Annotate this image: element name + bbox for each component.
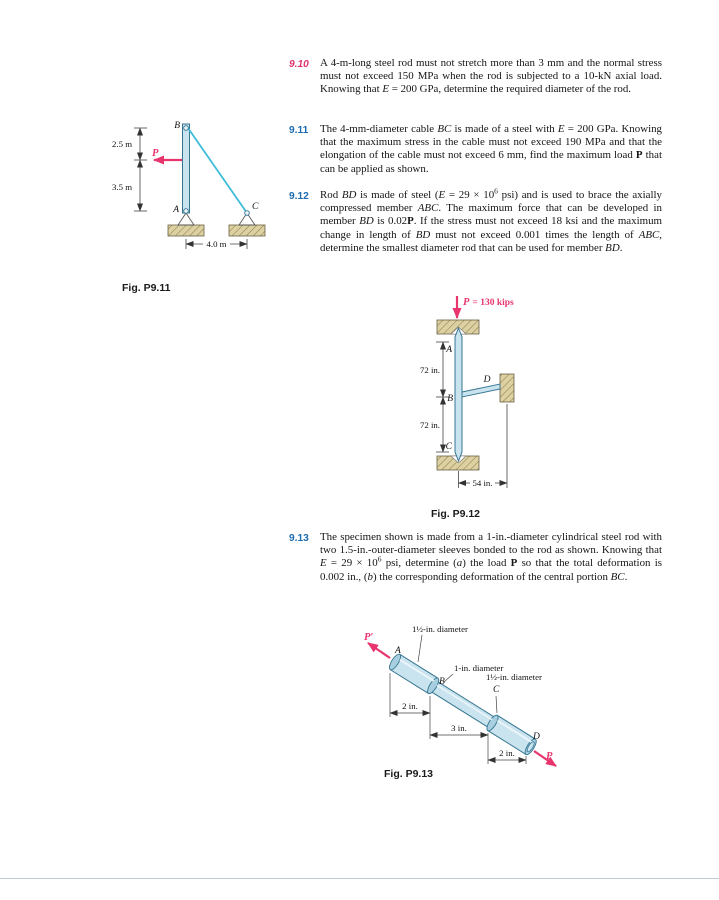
- problem-9-10: 9.10 A 4-m-long steel rod must not stret…: [289, 57, 662, 97]
- dim-label-ab: 2 in.: [402, 701, 418, 711]
- point-a-label: A: [445, 345, 452, 355]
- member-abc: [454, 326, 463, 463]
- pin-c: [244, 210, 250, 216]
- problem-9-11: 9.11 The 4-mm-diameter cable BC is made …: [289, 123, 662, 176]
- problem-9-13: 9.13 The specimen shown is made from a 1…: [289, 531, 662, 584]
- figure-p912-drawing: P= 130 kips 72 in. 72 in. 54 in. A B C D: [420, 296, 515, 488]
- leader-diam-bc: [443, 673, 454, 683]
- leader-diam-cd: [495, 695, 498, 714]
- problem-number-9-11: 9.11: [289, 125, 309, 136]
- problem-text-9-10: A 4-m-long steel rod must not stretch mo…: [320, 57, 662, 96]
- dim-label-upper: 2.5 m: [112, 139, 132, 149]
- dimension-lines-base: [185, 239, 248, 249]
- diameter-label-ab: 1½-in. diameter: [412, 624, 468, 634]
- ground-block-a: [167, 224, 205, 237]
- dim-label-base: 4.0 m: [206, 239, 226, 249]
- problem-number-9-13: 9.13: [289, 533, 309, 544]
- rod-bd: [461, 383, 501, 398]
- pin-support-a: [177, 212, 195, 226]
- pin-support-c: [238, 212, 256, 226]
- load-p-prime-arrow: [367, 642, 391, 659]
- pin-a: [183, 208, 189, 214]
- page-bottom-rule: [0, 878, 719, 879]
- figure-p913: P′ P 1½-in. diameter 1-in. diameter 1½-i…: [350, 612, 565, 777]
- point-c-label: C: [252, 202, 259, 212]
- leader-diam-ab: [417, 634, 423, 663]
- dim-label-bc: 72 in.: [420, 420, 440, 430]
- member-ab: [182, 123, 190, 214]
- figure-p911-drawing: 2.5 m 3.5 m 4.0 m P B A C: [112, 121, 266, 249]
- figure-p913-caption: Fig. P9.13: [384, 768, 434, 780]
- point-d-label: D: [483, 375, 491, 385]
- load-p-label: P: [546, 751, 553, 762]
- problem-9-12: 9.12 Rod BD is made of steel (E = 29 × 1…: [289, 186, 663, 255]
- load-p-prime-label: P′: [364, 632, 373, 643]
- dim-label-lower: 3.5 m: [112, 182, 132, 192]
- problem-number-9-12: 9.12: [289, 191, 309, 202]
- diameter-label-cd: 1½-in. diameter: [486, 672, 542, 682]
- highlight-sleeve-ab: [399, 658, 435, 682]
- pin-b: [183, 125, 189, 131]
- load-p-label: P: [152, 148, 159, 159]
- ground-block-c: [228, 224, 266, 237]
- point-b-label: B: [447, 394, 453, 404]
- point-c-label: C: [446, 442, 453, 452]
- figure-p912: P= 130 kips 72 in. 72 in. 54 in. A B C D: [400, 292, 550, 507]
- point-a-label: A: [172, 205, 179, 215]
- figure-p913-drawing: P′ P 1½-in. diameter 1-in. diameter 1½-i…: [364, 624, 557, 767]
- diameter-label-bc: 1-in. diameter: [454, 663, 503, 673]
- rod-end-face: [526, 741, 535, 753]
- problem-text-9-13: The specimen shown is made from a 1-in.-…: [320, 531, 662, 583]
- dimension-lines-left: [134, 127, 147, 212]
- dimension-lines-bottom: [458, 404, 508, 488]
- dim-label-cd: 2 in.: [499, 748, 515, 758]
- cable-bc: [187, 127, 248, 214]
- load-p-arrow: [533, 750, 557, 767]
- dim-label-ab: 72 in.: [420, 365, 440, 375]
- sleeve-cd-c-face: [486, 714, 499, 732]
- problem-text-9-11: The 4-mm-diameter cable BC is made of a …: [320, 123, 662, 175]
- figure-p911-caption: Fig. P9.11: [122, 282, 171, 294]
- problem-text-9-12: Rod BD is made of steel (E = 29 × 106 ps…: [320, 186, 663, 254]
- sleeve-ab-b-face: [427, 677, 440, 695]
- problem-number-9-10: 9.10: [289, 59, 309, 70]
- dim-label-bc: 3 in.: [451, 723, 467, 733]
- point-a-label: A: [394, 646, 401, 656]
- support-wall-right: [499, 373, 515, 403]
- specimen-assembly: [388, 653, 537, 756]
- highlight-rod: [436, 684, 493, 721]
- dimension-lines-left: [436, 341, 449, 453]
- highlight-sleeve-cd: [496, 719, 532, 743]
- sleeve-ab-end-face: [388, 653, 402, 671]
- point-d-label: D: [532, 732, 540, 742]
- load-label: P= 130 kips: [463, 297, 514, 308]
- figure-p911: 2.5 m 3.5 m 4.0 m P B A C: [108, 112, 283, 267]
- figure-p912-caption: Fig. P9.12: [431, 508, 481, 520]
- dim-label-bd: 54 in.: [472, 478, 492, 488]
- point-b-label: B: [174, 121, 180, 131]
- point-b-label: B: [439, 677, 445, 687]
- point-c-label: C: [493, 685, 500, 695]
- dimension-lines: [389, 673, 527, 764]
